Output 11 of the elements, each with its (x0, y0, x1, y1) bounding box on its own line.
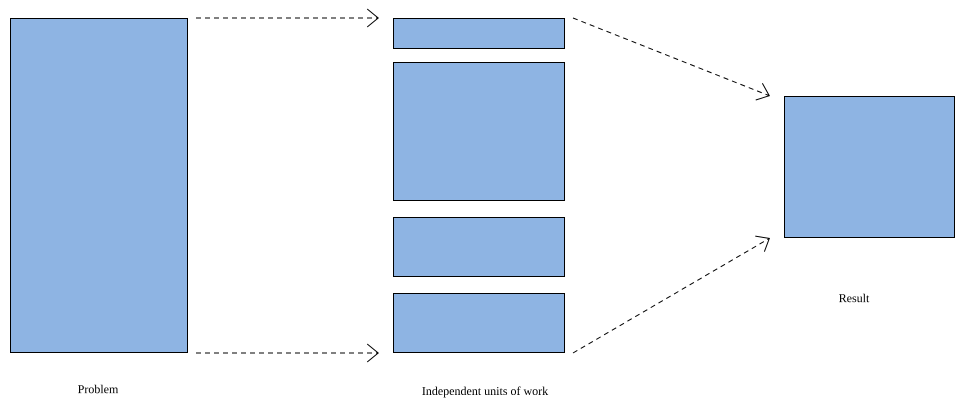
box-caption: Problem (78, 384, 118, 394)
arrow (196, 344, 379, 362)
box-caption: Result (839, 294, 870, 302)
arrow (572, 236, 770, 354)
arrow (572, 18, 770, 101)
arrow (196, 8, 379, 28)
process-box (393, 217, 565, 277)
group-caption: Independent units of work (422, 386, 548, 398)
process-box (393, 18, 565, 49)
process-box (393, 62, 565, 201)
process-box (393, 293, 565, 353)
